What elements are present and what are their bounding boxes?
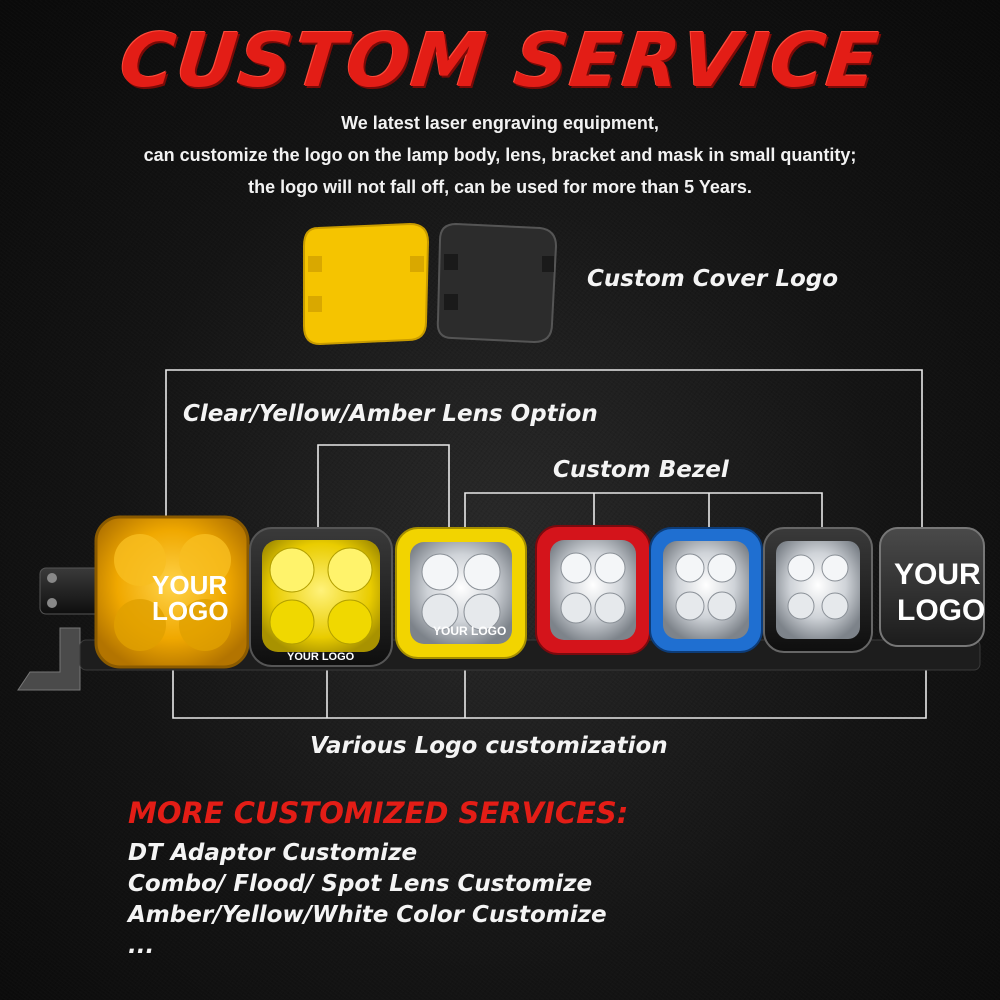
large-logo-line1-black: YOUR (894, 558, 981, 591)
small-logo-lens: YOUR LOGO (433, 624, 506, 638)
intro-line-3: the logo will not fall off, can be used … (248, 177, 752, 197)
intro-line-2: can customize the logo on the lamp body,… (143, 145, 857, 165)
more-services-title: MORE CUSTOMIZED SERVICES: (128, 796, 629, 830)
yellow-lens-pod: YOUR LOGO (249, 527, 393, 667)
more-item-lens: Combo/ Flood/ Spot Lens Customize (128, 871, 593, 897)
more-item-ellipsis: ... (128, 933, 155, 959)
small-logo-bezel: YOUR LOGO (287, 651, 355, 663)
label-custom-cover-logo: Custom Cover Logo (587, 266, 839, 292)
yellow-bezel-pod: YOUR LOGO (395, 527, 527, 659)
intro-line-1: We latest laser engraving equipment, (341, 113, 659, 133)
label-logo-customization: Various Logo customization (310, 733, 668, 759)
yellow-cover (303, 222, 430, 346)
black-bezel-pod (763, 527, 873, 653)
large-logo-line2-amber: LOGO (152, 596, 229, 626)
amber-cover-pod: YOUR LOGO (94, 515, 250, 669)
red-bezel-pod (535, 525, 651, 655)
large-logo-line1-amber: YOUR (152, 570, 227, 600)
smoked-cover (436, 222, 558, 344)
blue-bezel-pod (649, 527, 763, 653)
more-item-dt-adaptor: DT Adaptor Customize (128, 840, 418, 866)
large-logo-line2-black: LOGO (897, 594, 985, 627)
label-custom-bezel: Custom Bezel (553, 457, 729, 483)
more-item-color: Amber/Yellow/White Color Customize (128, 902, 607, 928)
black-cover-pod: YOUR LOGO (879, 527, 985, 647)
label-lens-option: Clear/Yellow/Amber Lens Option (183, 401, 598, 427)
